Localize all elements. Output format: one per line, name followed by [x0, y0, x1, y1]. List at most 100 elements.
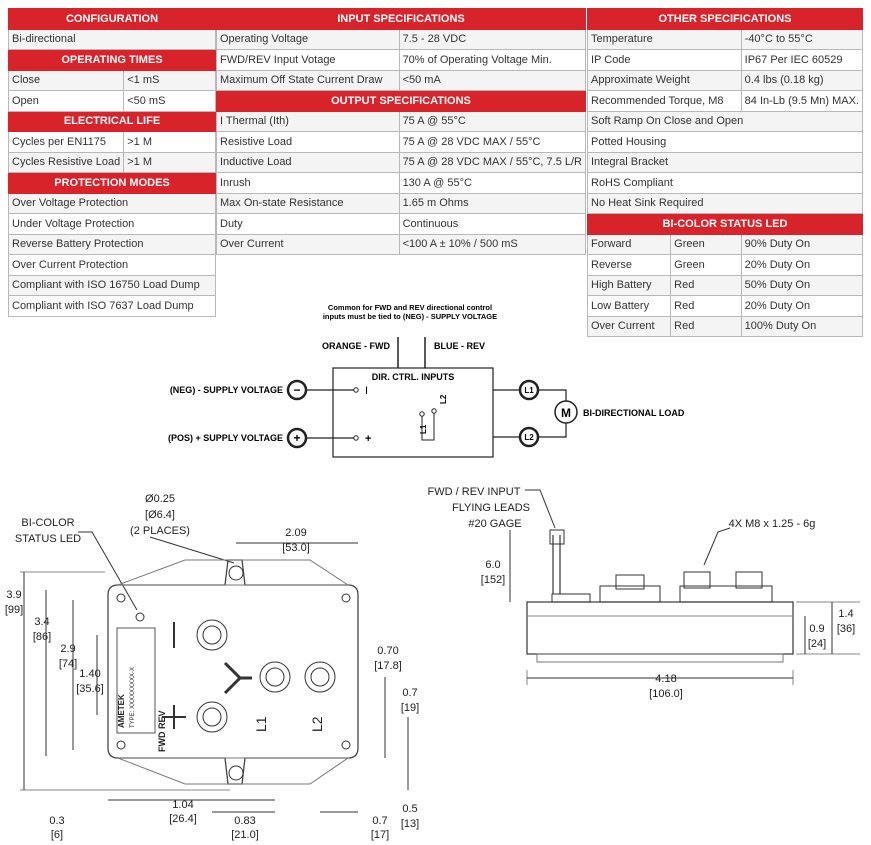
flying-leads-line-3: #20 GAGE: [468, 518, 521, 530]
spec-key: Inductive Load: [216, 151, 400, 173]
protection-mode: Compliant with ISO 7637 Load Dump: [8, 295, 216, 317]
led-state: Over Current: [586, 315, 672, 337]
led-callout-line-2: STATUS LED: [15, 533, 81, 545]
height-14-mm: [36]: [837, 623, 855, 635]
bus-bar: [679, 585, 773, 603]
neg-pin-icon: [353, 387, 359, 393]
neg-symbol: −: [293, 383, 300, 397]
led-state: Reverse: [586, 254, 672, 276]
spec-value: 7.5 - 28 VDC: [398, 28, 587, 50]
lead-length-mm: [152]: [481, 574, 505, 586]
spec-key: Operating Voltage: [216, 28, 400, 50]
stud-neg-bottom-inner-icon: [202, 707, 222, 727]
load-label: BI-DIRECTIONAL LOAD: [583, 408, 685, 418]
stud-l2-inner-icon: [310, 667, 330, 687]
spec-value: -40°C to 55°C: [740, 28, 864, 50]
spec-key: Maximum Off State Current Draw: [216, 69, 400, 91]
flying-leads-line-2: FLYING LEADS: [452, 502, 530, 514]
height-29-mm: [74]: [59, 658, 77, 670]
l2-terminal-icon: [518, 426, 540, 448]
status-led-header: BI-COLOR STATUS LED: [587, 213, 863, 235]
height-09-mm: [24]: [808, 638, 826, 650]
stud-nut-icon: [735, 571, 763, 589]
housing-outline: [107, 559, 359, 785]
protection-mode: Under Voltage Protection: [8, 213, 216, 235]
l2-internal-pin-icon: [431, 408, 437, 414]
hole-dim-in: Ø0.25: [145, 493, 175, 505]
led-color: Green: [670, 233, 742, 255]
spec-value: 75 A @ 55°C: [398, 110, 587, 132]
hole-count: (2 PLACES): [130, 525, 190, 537]
protection-mode: Compliant with ISO 16750 Load Dump: [8, 274, 216, 296]
l1-stud-label: L1: [253, 716, 269, 732]
led-duty: 50% Duty On: [740, 274, 864, 296]
width-209-mm: [53.0]: [282, 542, 310, 554]
stud-pos-top-inner-icon: [202, 625, 222, 645]
spec-key: Close: [7, 69, 125, 91]
spec-key: Inrush: [216, 172, 400, 194]
pos-supply-label: (POS) + SUPPLY VOLTAGE: [168, 433, 283, 443]
bus-bar: [599, 585, 661, 603]
spec-key: Temperature: [587, 28, 742, 50]
spec-key: Recommended Torque, M8: [587, 90, 742, 112]
other-specs-header: OTHER SPECIFICATIONS: [587, 8, 863, 30]
spec-key: Over Current: [216, 233, 400, 255]
screw-bl-icon: [116, 740, 126, 750]
spec-value: 130 A @ 55°C: [398, 172, 587, 194]
width-209-in: 2.09: [285, 527, 306, 539]
screw-tr-icon: [341, 593, 351, 603]
spec-value: 1.65 m Ohms: [398, 192, 587, 214]
internal-link: [421, 413, 435, 441]
dim-05-in: 0.5: [402, 803, 417, 815]
dir-ctrl-label: DIR. CTRL. INPUTS: [372, 372, 455, 382]
blue-rev-label: BLUE - REV: [434, 341, 485, 351]
spec-key: Cycles per EN1175: [7, 131, 125, 153]
mount-hole-top-icon: [228, 565, 244, 581]
housing-side: [526, 601, 794, 655]
spec-key: Approximate Weight: [587, 69, 742, 91]
mount-hole-bottom-icon: [228, 765, 244, 781]
spec-key: Cycles Resistive Load: [7, 151, 125, 173]
height-34-mm: [86]: [33, 631, 51, 643]
motor-icon: [554, 400, 578, 424]
led-color: Red: [670, 274, 742, 296]
motor-wire-bottom: [538, 423, 567, 438]
spec-value: <100 A ± 10% / 500 mS: [398, 233, 587, 255]
y-mark: [223, 661, 252, 695]
pos-terminal-icon: [286, 427, 308, 449]
input-specs-header: INPUT SPECIFICATIONS: [216, 8, 586, 30]
hole-dim-mm: [Ø6.4]: [145, 509, 175, 521]
protection-mode: Over Current Protection: [8, 254, 216, 276]
dim-07b-mm: [17]: [371, 829, 389, 841]
feature-item: No Heat Sink Required: [587, 192, 863, 214]
l2-stud-label: L2: [309, 716, 325, 732]
screw-br-icon: [341, 740, 351, 750]
height-140-in: 1.40: [79, 668, 100, 680]
motor-wire-top: [538, 389, 567, 401]
pos-pin-icon: [353, 435, 359, 441]
l2-internal-label: L2: [439, 394, 448, 404]
neg-supply-label: (NEG) - SUPPLY VOLTAGE: [170, 385, 283, 395]
configuration-header: CONFIGURATION: [8, 8, 216, 30]
dim-083-mm: [21.0]: [231, 829, 259, 841]
led-duty: 100% Duty On: [740, 315, 864, 337]
height-34-in: 3.4: [34, 616, 49, 628]
spec-value: >1 M: [123, 131, 216, 153]
led-color: Green: [670, 254, 742, 276]
spec-value: <50 mA: [398, 69, 587, 91]
orange-fwd-label: ORANGE - FWD: [322, 341, 390, 351]
spec-value: <50 mS: [123, 90, 216, 112]
led-color: Red: [670, 295, 742, 317]
operating-times-header: OPERATING TIMES: [8, 49, 216, 71]
spec-key: Resistive Load: [216, 131, 400, 153]
height-09-in: 0.9: [809, 623, 824, 635]
stud-neg-bottom-icon: [196, 701, 228, 733]
spec-value: Continuous: [398, 213, 587, 235]
left-spec-table: CONFIGURATION Bi-directional OPERATING T…: [7, 8, 216, 317]
led-leader-line: [78, 531, 138, 611]
housing-base: [536, 653, 784, 663]
protection-mode: Over Voltage Protection: [8, 192, 216, 214]
hole-leader-line: [149, 536, 235, 564]
led-state: Forward: [586, 233, 672, 255]
height-140-mm: [35.6]: [76, 683, 104, 695]
